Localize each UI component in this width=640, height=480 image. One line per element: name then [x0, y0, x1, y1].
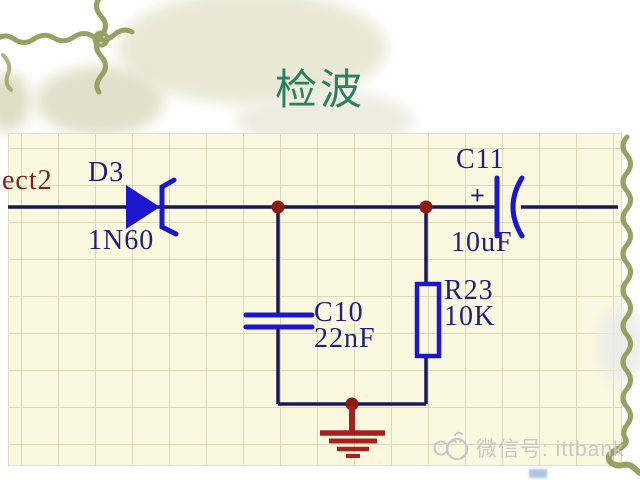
cap-filter-value-label: 22nF — [314, 323, 376, 354]
blue-smudge — [529, 469, 547, 478]
schematic-panel — [8, 133, 622, 466]
resistor-value-label: 10K — [444, 301, 496, 332]
watermark-text: 微信号: ittbank — [476, 438, 625, 461]
mascot-icon — [433, 431, 469, 461]
page-title: 检波 — [274, 68, 365, 114]
cap-out-value-label: 10uF — [451, 227, 513, 258]
cap-filter-ref-label: C10 — [314, 297, 364, 328]
diode-ref-label: D3 — [88, 157, 125, 188]
diode-value-label: 1N60 — [88, 225, 155, 256]
polarity-plus-label: + — [470, 181, 486, 210]
watercolor-blob — [598, 306, 640, 384]
cap-out-ref-label: C11 — [456, 144, 505, 175]
watermark: 微信号: ittbank — [432, 430, 625, 466]
net-label: ect2 — [2, 165, 53, 196]
watercolor-blob — [118, 0, 386, 104]
resistor-ref-label: R23 — [444, 275, 494, 306]
